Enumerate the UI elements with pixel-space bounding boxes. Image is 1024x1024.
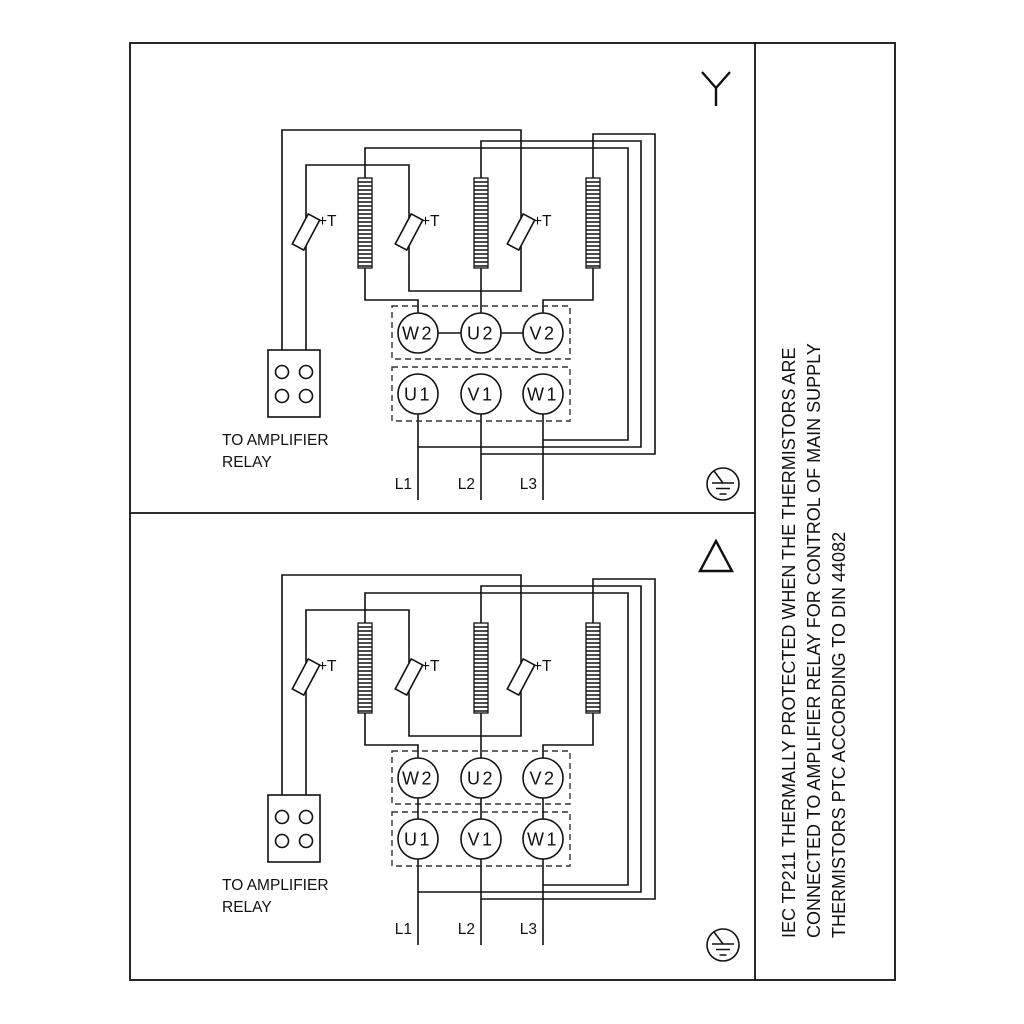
terminal-w2: W2 (402, 769, 434, 789)
diagram-frame (129, 42, 896, 981)
relay-label-line2: RELAY (222, 899, 272, 916)
supply-line-l1: L1 (395, 921, 412, 938)
thermistor-label: +T (318, 658, 337, 675)
delta-panel: +T +T +T W2 U2 V2 U1 V1 W1 TO AMPLIFIER … (222, 538, 740, 962)
terminal-w1: W1 (527, 385, 559, 405)
delta-bridge-links (417, 798, 544, 819)
star-panel: +T +T +T W2 U2 V2 U1 V1 W1 TO AMPLIFIER … (222, 71, 740, 501)
supply-line-l1: L1 (395, 476, 412, 493)
terminal-w2: W2 (402, 324, 434, 344)
delta-symbol-icon (698, 538, 734, 573)
note-line-2: CONNECTED TO AMPLIFIER RELAY FOR CONTROL… (804, 343, 824, 938)
terminal-u1: U1 (404, 830, 432, 850)
note-line-1: IEC TP211 THERMALLY PROTECTED WHEN THE T… (779, 348, 799, 938)
terminal-u1: U1 (404, 385, 432, 405)
relay-label-line2: RELAY (222, 454, 272, 471)
thermistor-label: +T (533, 658, 552, 675)
relay-label-line1: TO AMPLIFIER (222, 877, 329, 894)
terminal-v2: V2 (529, 324, 556, 344)
supply-line-l2: L2 (458, 476, 475, 493)
supply-line-l3: L3 (520, 921, 537, 938)
relay-label-line1: TO AMPLIFIER (222, 432, 329, 449)
supply-line-l3: L3 (520, 476, 537, 493)
ground-icon (706, 467, 740, 501)
terminal-u2: U2 (467, 769, 495, 789)
terminal-v1: V1 (467, 385, 494, 405)
note-column: IEC TP211 THERMALLY PROTECTED WHEN THE T… (779, 343, 849, 938)
terminal-u2: U2 (467, 324, 495, 344)
ground-icon (706, 928, 740, 962)
star-symbol-icon (701, 71, 731, 106)
thermistor-label: +T (421, 213, 440, 230)
terminal-v1: V1 (467, 830, 494, 850)
thermistor-label: +T (533, 213, 552, 230)
terminal-v2: V2 (529, 769, 556, 789)
note-line-3: THERMISTORS PTC ACCORDING TO DIN 44082 (829, 532, 849, 938)
terminal-w1: W1 (527, 830, 559, 850)
supply-line-l2: L2 (458, 921, 475, 938)
thermistor-label: +T (421, 658, 440, 675)
thermistor-label: +T (318, 213, 337, 230)
